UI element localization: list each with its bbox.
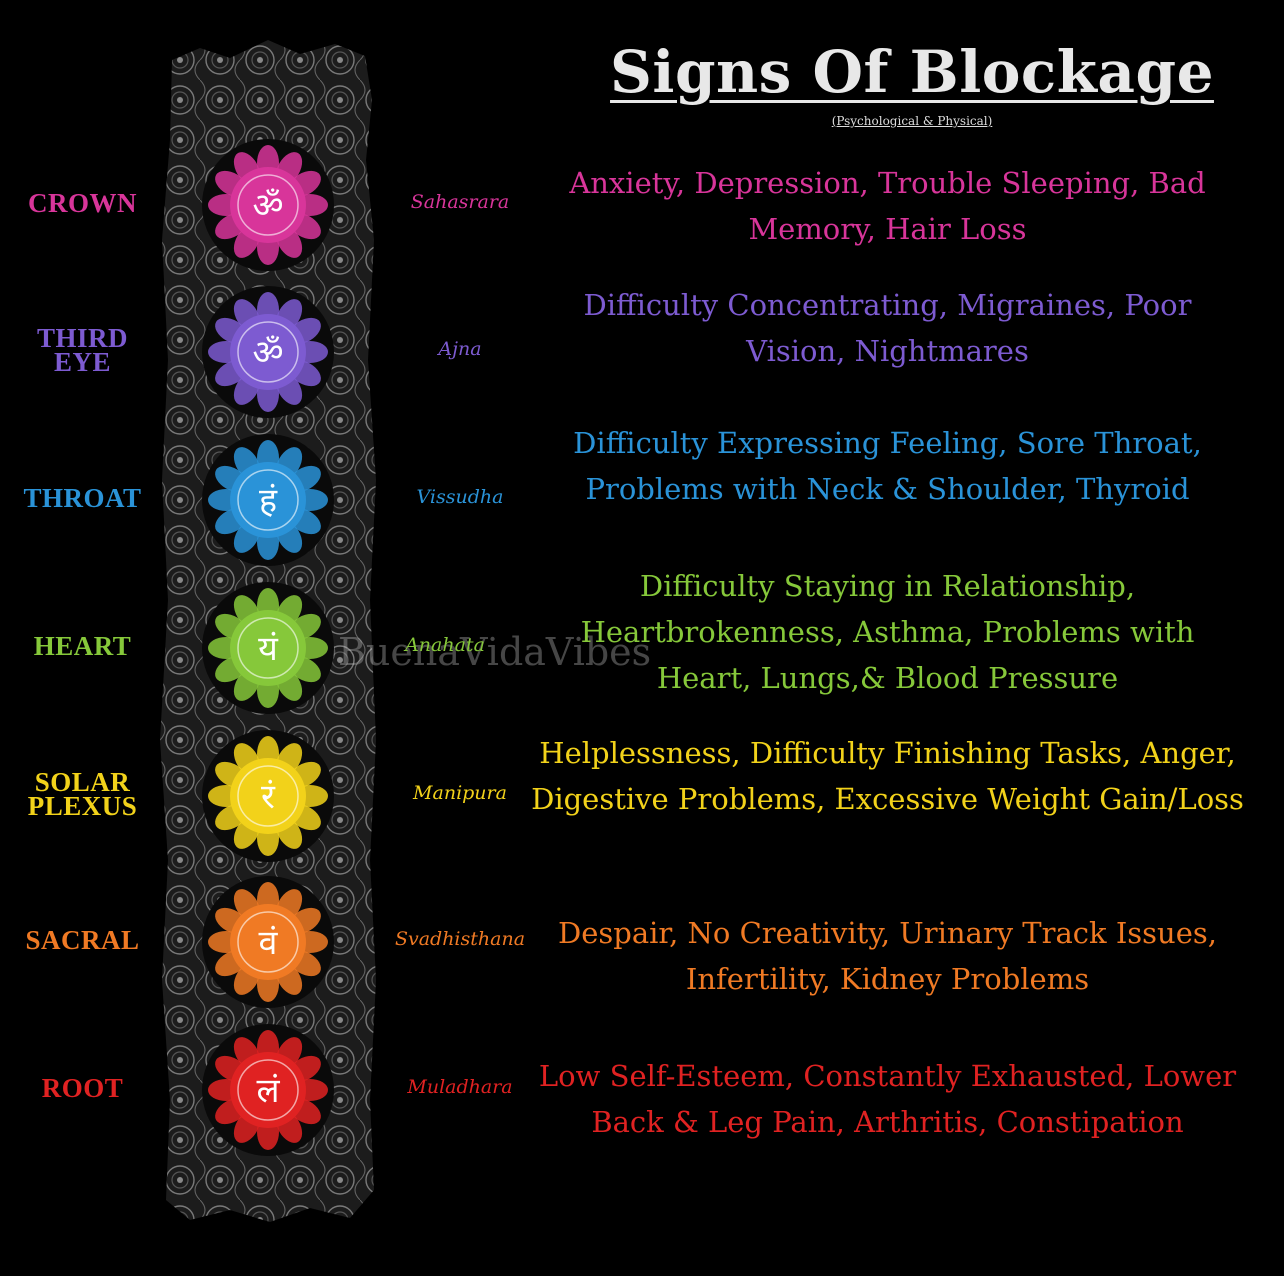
svg-text:लं: लं <box>256 1071 280 1111</box>
chakra-sanskrit-name: Sahasrara <box>410 191 510 213</box>
chakra-label-throat: THROAT <box>23 483 142 513</box>
chakra-sanskrit-name: Ajna <box>438 338 482 360</box>
chakra-symbol-icon: ॐ <box>202 139 334 271</box>
chakra-blockage-description: Helplessness, Difficulty Finishing Tasks… <box>531 736 1244 816</box>
chakra-blockage-description: Difficulty Concentrating, Migraines, Poo… <box>583 288 1192 368</box>
chakra-blockage-description: Difficulty Staying in Relationship, Hear… <box>580 569 1195 695</box>
chakra-symbol-icon: लं <box>202 1024 334 1156</box>
chakra-sanskrit-name: Vissudha <box>416 486 504 508</box>
chakra-symbol-icon: वं <box>202 876 334 1008</box>
chakra-label-root: ROOT <box>41 1073 124 1103</box>
chakra-label-sacral: SACRAL <box>25 925 140 955</box>
chakra-blockage-description: Despair, No Creativity, Urinary Track Is… <box>558 916 1217 996</box>
chakra-blockage-description: Low Self-Esteem, Constantly Exhausted, L… <box>538 1059 1237 1139</box>
chakra-sanskrit-name: Muladhara <box>407 1076 513 1098</box>
chakra-symbol-icon: हं <box>202 434 334 566</box>
chakra-symbol-icon: यं <box>202 582 334 714</box>
page-subtitle: (Psychological & Physical) <box>831 114 993 128</box>
chakra-sanskrit-name: Anahata <box>405 634 485 656</box>
chakra-label-crown: CROWN <box>28 188 137 218</box>
chakra-sanskrit-name: Svadhisthana <box>394 928 526 950</box>
svg-text:यं: यं <box>258 629 279 669</box>
chakra-sanskrit-name: Manipura <box>413 782 507 804</box>
watermark: @BuenaVidaVibes <box>300 630 652 674</box>
page-title: Signs Of Blockage <box>610 38 1214 106</box>
chakra-blockage-description: Anxiety, Depression, Trouble Sleeping, B… <box>569 166 1206 246</box>
chakra-blockage-description: Difficulty Expressing Feeling, Sore Thro… <box>573 426 1202 506</box>
chakra-label-heart: HEART <box>33 631 132 661</box>
chakra-symbol-icon: ॐ <box>202 286 334 418</box>
svg-text:रं: रं <box>261 777 276 817</box>
svg-text:हं: हं <box>259 481 278 521</box>
svg-text:ॐ: ॐ <box>252 186 283 226</box>
svg-text:ॐ: ॐ <box>252 333 283 373</box>
svg-text:वं: वं <box>259 923 279 963</box>
header: Signs Of Blockage (Psychological & Physi… <box>0 38 1284 128</box>
chakra-symbol-icon: रं <box>202 730 334 862</box>
